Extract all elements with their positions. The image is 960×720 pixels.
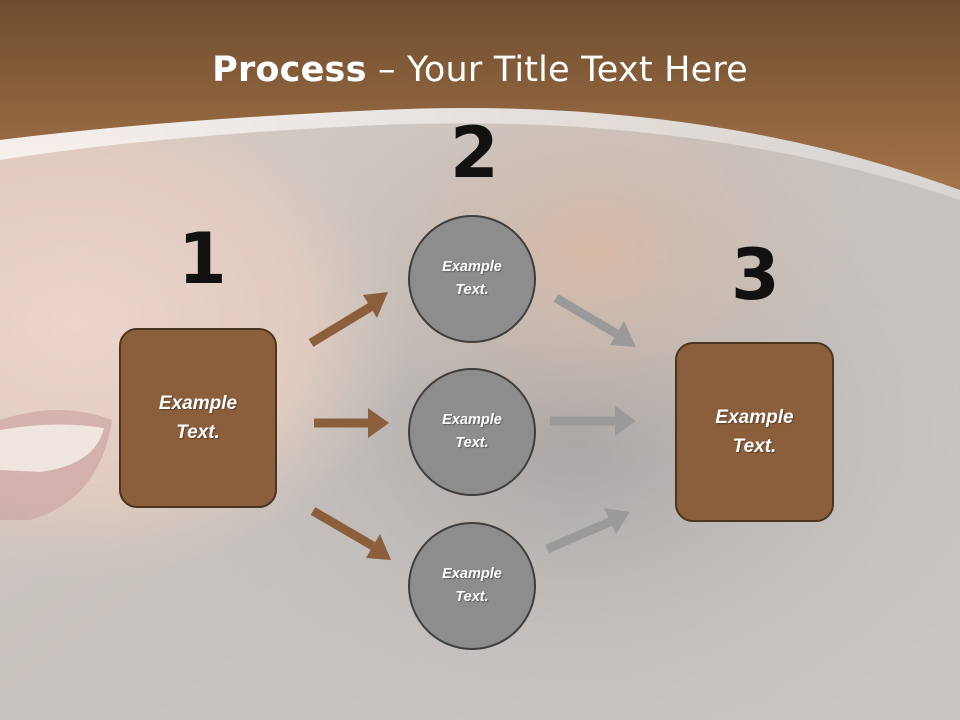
- step-number-2: 2: [450, 112, 499, 194]
- title-rest: – Your Title Text Here: [366, 50, 748, 90]
- arrow-1-to-bottom: [310, 507, 391, 560]
- arrow-1-to-top: [308, 292, 388, 347]
- arrow-middle-to-3: [550, 406, 636, 436]
- slide-title: Process – Your Title Text Here: [0, 50, 960, 90]
- step-number-1: 1: [178, 218, 227, 300]
- step-number-3: 3: [731, 234, 780, 316]
- title-bold: Process: [212, 50, 367, 90]
- arrow-top-to-3: [553, 294, 636, 347]
- arrow-1-to-middle: [314, 408, 389, 438]
- arrow-bottom-to-3: [545, 508, 630, 554]
